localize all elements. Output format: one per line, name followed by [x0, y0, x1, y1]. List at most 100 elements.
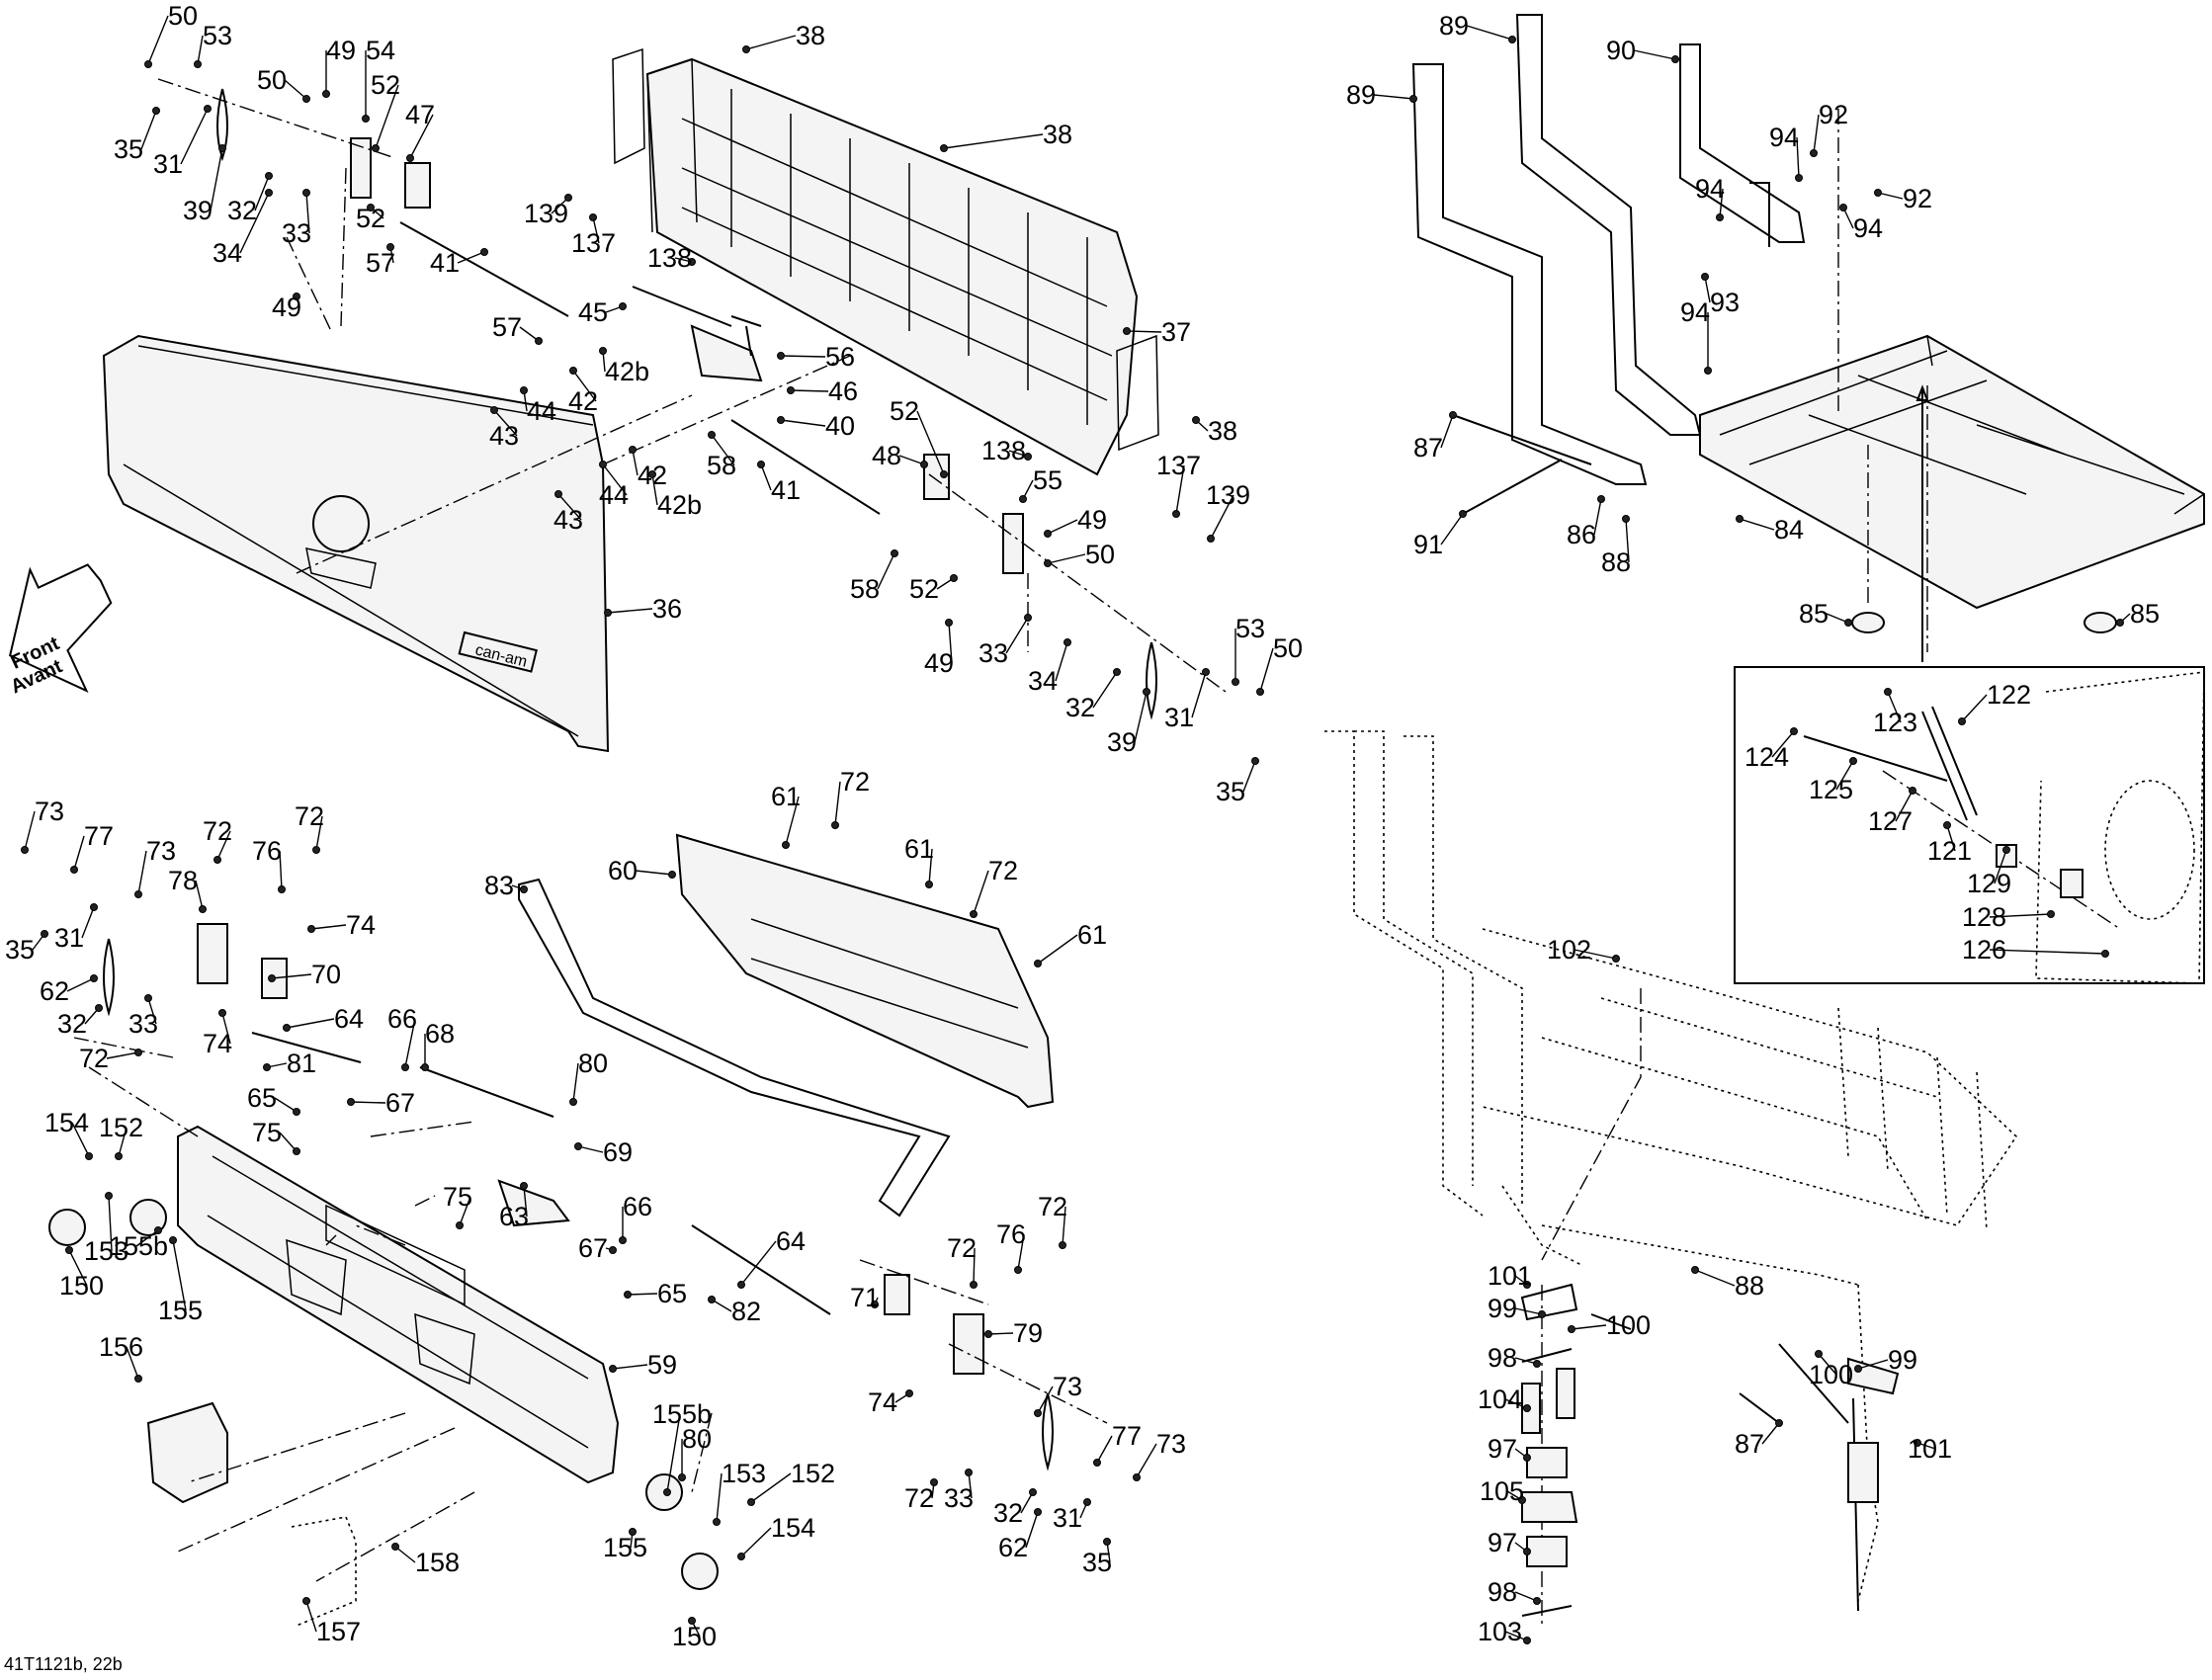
callout-leader [1946, 824, 1956, 852]
callout-leader [1005, 617, 1029, 654]
hardware-part [1143, 688, 1150, 696]
callout-c84: 84 [1774, 515, 1804, 545]
callout-leader [572, 370, 597, 402]
callout-leader [106, 1051, 139, 1059]
hardware-part [2101, 950, 2109, 958]
callout-c72a: 72 [203, 816, 232, 846]
hardware-part [372, 144, 380, 152]
callout-c45: 45 [578, 297, 608, 327]
callout-leader [375, 84, 399, 149]
callout-c85b: 85 [2130, 599, 2160, 629]
callout-c36: 36 [652, 594, 682, 624]
callout-leader [493, 409, 518, 437]
callout-leader [1466, 25, 1513, 41]
hardware-part [1019, 495, 1027, 503]
callout-c92b: 92 [1903, 184, 1932, 213]
callout-c139b: 139 [1206, 480, 1250, 510]
hardware-part [456, 1221, 464, 1229]
hardware-part [347, 1098, 355, 1106]
callout-c32d: 32 [993, 1498, 1023, 1528]
hardware-part [1523, 1281, 1531, 1289]
hardware-part [925, 881, 933, 888]
callout-leader [1134, 691, 1148, 743]
callout-c67a: 67 [385, 1088, 415, 1118]
callout-c38a: 38 [796, 21, 825, 50]
hardware-part [1909, 787, 1916, 795]
hardware-part [283, 1024, 291, 1032]
hardware-part [965, 1469, 973, 1476]
callout-leader [1813, 114, 1820, 154]
hardware-part [564, 194, 572, 202]
callout-c129: 129 [1967, 869, 2011, 898]
hardware-part [421, 1063, 429, 1071]
callout-leader [1704, 276, 1711, 303]
hardware-part [1024, 614, 1032, 622]
callout-leader [1514, 1307, 1543, 1315]
callout-leader [666, 1413, 681, 1493]
hardware-part [1854, 1365, 1862, 1373]
callout-c64a: 64 [334, 1004, 364, 1034]
callout-leader [71, 1122, 90, 1157]
callout-leader [274, 1097, 298, 1113]
callout-c155bb: 155b [652, 1399, 712, 1429]
callout-c32c: 32 [57, 1009, 87, 1039]
hardware-part [1790, 727, 1798, 735]
callout-c52a: 52 [371, 70, 400, 100]
callout-c73d: 73 [1156, 1429, 1186, 1459]
callout-c155a: 155 [158, 1296, 203, 1325]
hardware-part [742, 45, 750, 53]
callout-leader [1210, 494, 1234, 540]
callout-c52b: 52 [356, 204, 385, 233]
callout-c57a: 57 [366, 248, 395, 278]
callout-c46: 46 [828, 377, 858, 406]
callout-c88a: 88 [1601, 547, 1631, 577]
callout-c61b: 61 [904, 834, 934, 864]
bottom-left-hardware [48, 923, 1054, 1627]
callout-c33c: 33 [128, 1009, 158, 1039]
hardware-part [2116, 619, 2124, 627]
callout-c79: 79 [1013, 1318, 1043, 1348]
hardware-part [970, 1281, 978, 1289]
callout-leader [1887, 691, 1902, 723]
hardware-part [1044, 530, 1052, 538]
hardware-part [115, 1152, 123, 1160]
callout-leader [135, 1229, 159, 1247]
callout-c89b: 89 [1439, 11, 1469, 41]
callout-c72d: 72 [840, 767, 870, 797]
callout-c56: 56 [825, 342, 855, 372]
callout-leader [1259, 647, 1274, 693]
hardware-part [1622, 515, 1630, 523]
hardware-part [265, 189, 273, 197]
callout-c41b: 41 [771, 475, 801, 505]
callout-c58b: 58 [850, 574, 880, 604]
callout-c121: 121 [1927, 836, 1972, 866]
callout-c100a: 100 [1606, 1310, 1651, 1340]
hardware-part [609, 1365, 617, 1373]
callout-c123: 123 [1873, 708, 1917, 737]
hardware-part [1083, 1498, 1091, 1506]
callout-c67b: 67 [578, 1233, 608, 1263]
callout-leader [239, 192, 270, 254]
hardware-part [1716, 213, 1724, 221]
callout-c42b1: 42b [605, 357, 649, 386]
hardware-part [1459, 510, 1467, 518]
callout-leader [745, 35, 797, 50]
hardware-part [905, 1389, 913, 1397]
callout-leader [197, 35, 204, 65]
callout-leader [1719, 188, 1724, 218]
hardware-part [268, 974, 276, 982]
callout-c72b: 72 [295, 801, 324, 831]
hardware-part [1736, 515, 1744, 523]
callout-c137a: 137 [571, 228, 616, 258]
callout-c92a: 92 [1819, 100, 1848, 129]
callout-leader [1835, 760, 1854, 791]
callout-c76a: 76 [252, 836, 282, 866]
callout-c49a: 49 [326, 36, 356, 65]
hardware-part [386, 243, 394, 251]
hardware-part [950, 574, 958, 582]
callout-leader [1633, 49, 1676, 60]
callout-c31d: 31 [1053, 1503, 1082, 1533]
callout-leader [1818, 1353, 1837, 1376]
callout-c128: 128 [1962, 902, 2006, 932]
callout-c61a: 61 [771, 782, 801, 811]
